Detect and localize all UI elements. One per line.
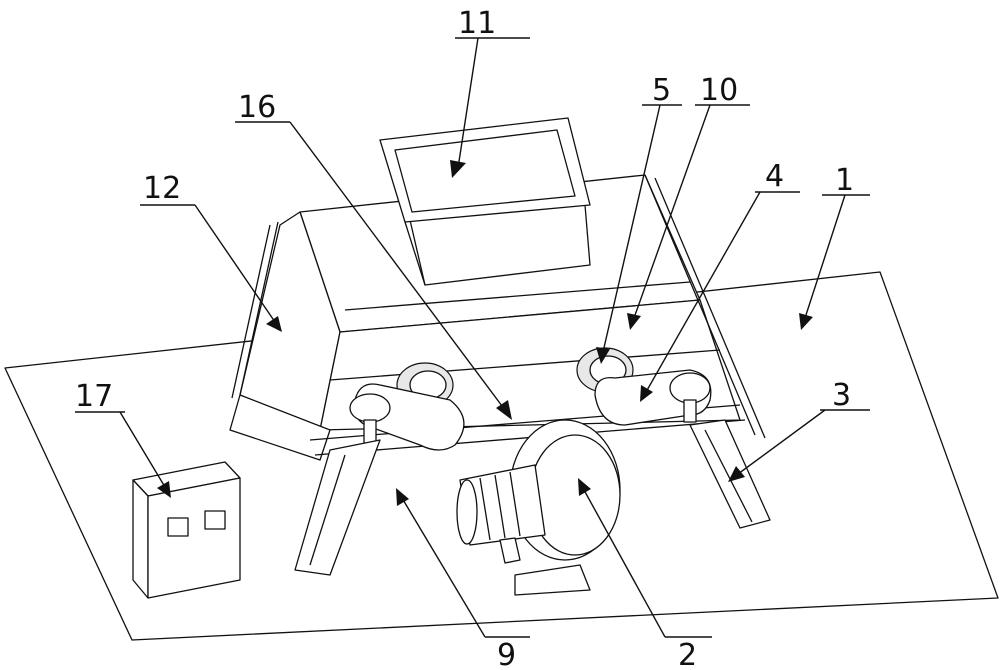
feed-hopper [379, 117, 591, 286]
callout-3: 3 [728, 378, 870, 482]
fan-assembly [456, 419, 621, 596]
button-2-icon [204, 510, 226, 530]
button-1-icon [167, 517, 189, 537]
label-16: 16 [238, 90, 276, 125]
label-2: 2 [678, 638, 697, 670]
label-12: 12 [143, 171, 181, 206]
callout-11: 11 [450, 6, 530, 178]
label-17: 17 [75, 379, 113, 414]
callout-9: 9 [396, 488, 530, 670]
callout-2: 2 [578, 478, 712, 670]
left-drive [349, 362, 465, 451]
right-outlet-chute [689, 419, 771, 529]
callout-16: 16 [235, 90, 512, 420]
label-5: 5 [652, 73, 671, 108]
callout-10: 10 [627, 73, 750, 330]
label-4: 4 [765, 159, 784, 194]
callout-12: 12 [140, 171, 282, 332]
label-9: 9 [497, 638, 516, 670]
label-1: 1 [835, 163, 854, 198]
callout-5: 5 [596, 73, 682, 364]
callout-1: 1 [799, 163, 870, 330]
right-drive [576, 347, 712, 426]
callout-4: 4 [640, 159, 800, 402]
label-10: 10 [700, 73, 738, 108]
label-3: 3 [832, 378, 851, 413]
label-11: 11 [458, 6, 496, 41]
control-box [132, 461, 241, 599]
callouts: 11 16 5 10 4 1 [75, 6, 870, 670]
callout-17: 17 [75, 379, 171, 498]
left-outlet-chute [294, 439, 381, 576]
fan-base [514, 564, 591, 596]
